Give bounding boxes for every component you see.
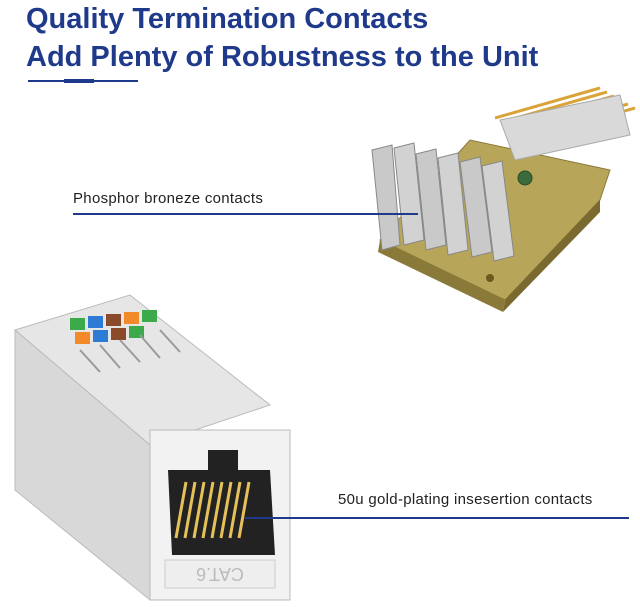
category-stamp: CAT.6 (196, 564, 244, 584)
headline-divider (28, 79, 138, 83)
gold-insertion-contacts (174, 481, 251, 539)
phosphor-contacts-label: Phosphor broneze contacts (73, 190, 264, 207)
pcb-contact-module (371, 86, 636, 312)
keystone-jack: CAT.6 (13, 294, 291, 602)
phosphor-contacts-leader-line (73, 213, 418, 215)
idc-slots (79, 329, 181, 373)
headline-line-2: Add Plenty of Robustness to the Unit (26, 41, 539, 73)
wire-color-labels (70, 310, 157, 344)
phosphor-contacts (371, 142, 515, 262)
headline-line-1: Quality Termination Contacts (26, 3, 429, 35)
gold-contacts-leader-line (245, 517, 629, 519)
headline: Quality Termination Contacts Add Plenty … (26, 0, 538, 76)
divider-accent (64, 79, 94, 83)
gold-contacts-label: 50u gold-plating insesertion contacts (338, 491, 593, 508)
